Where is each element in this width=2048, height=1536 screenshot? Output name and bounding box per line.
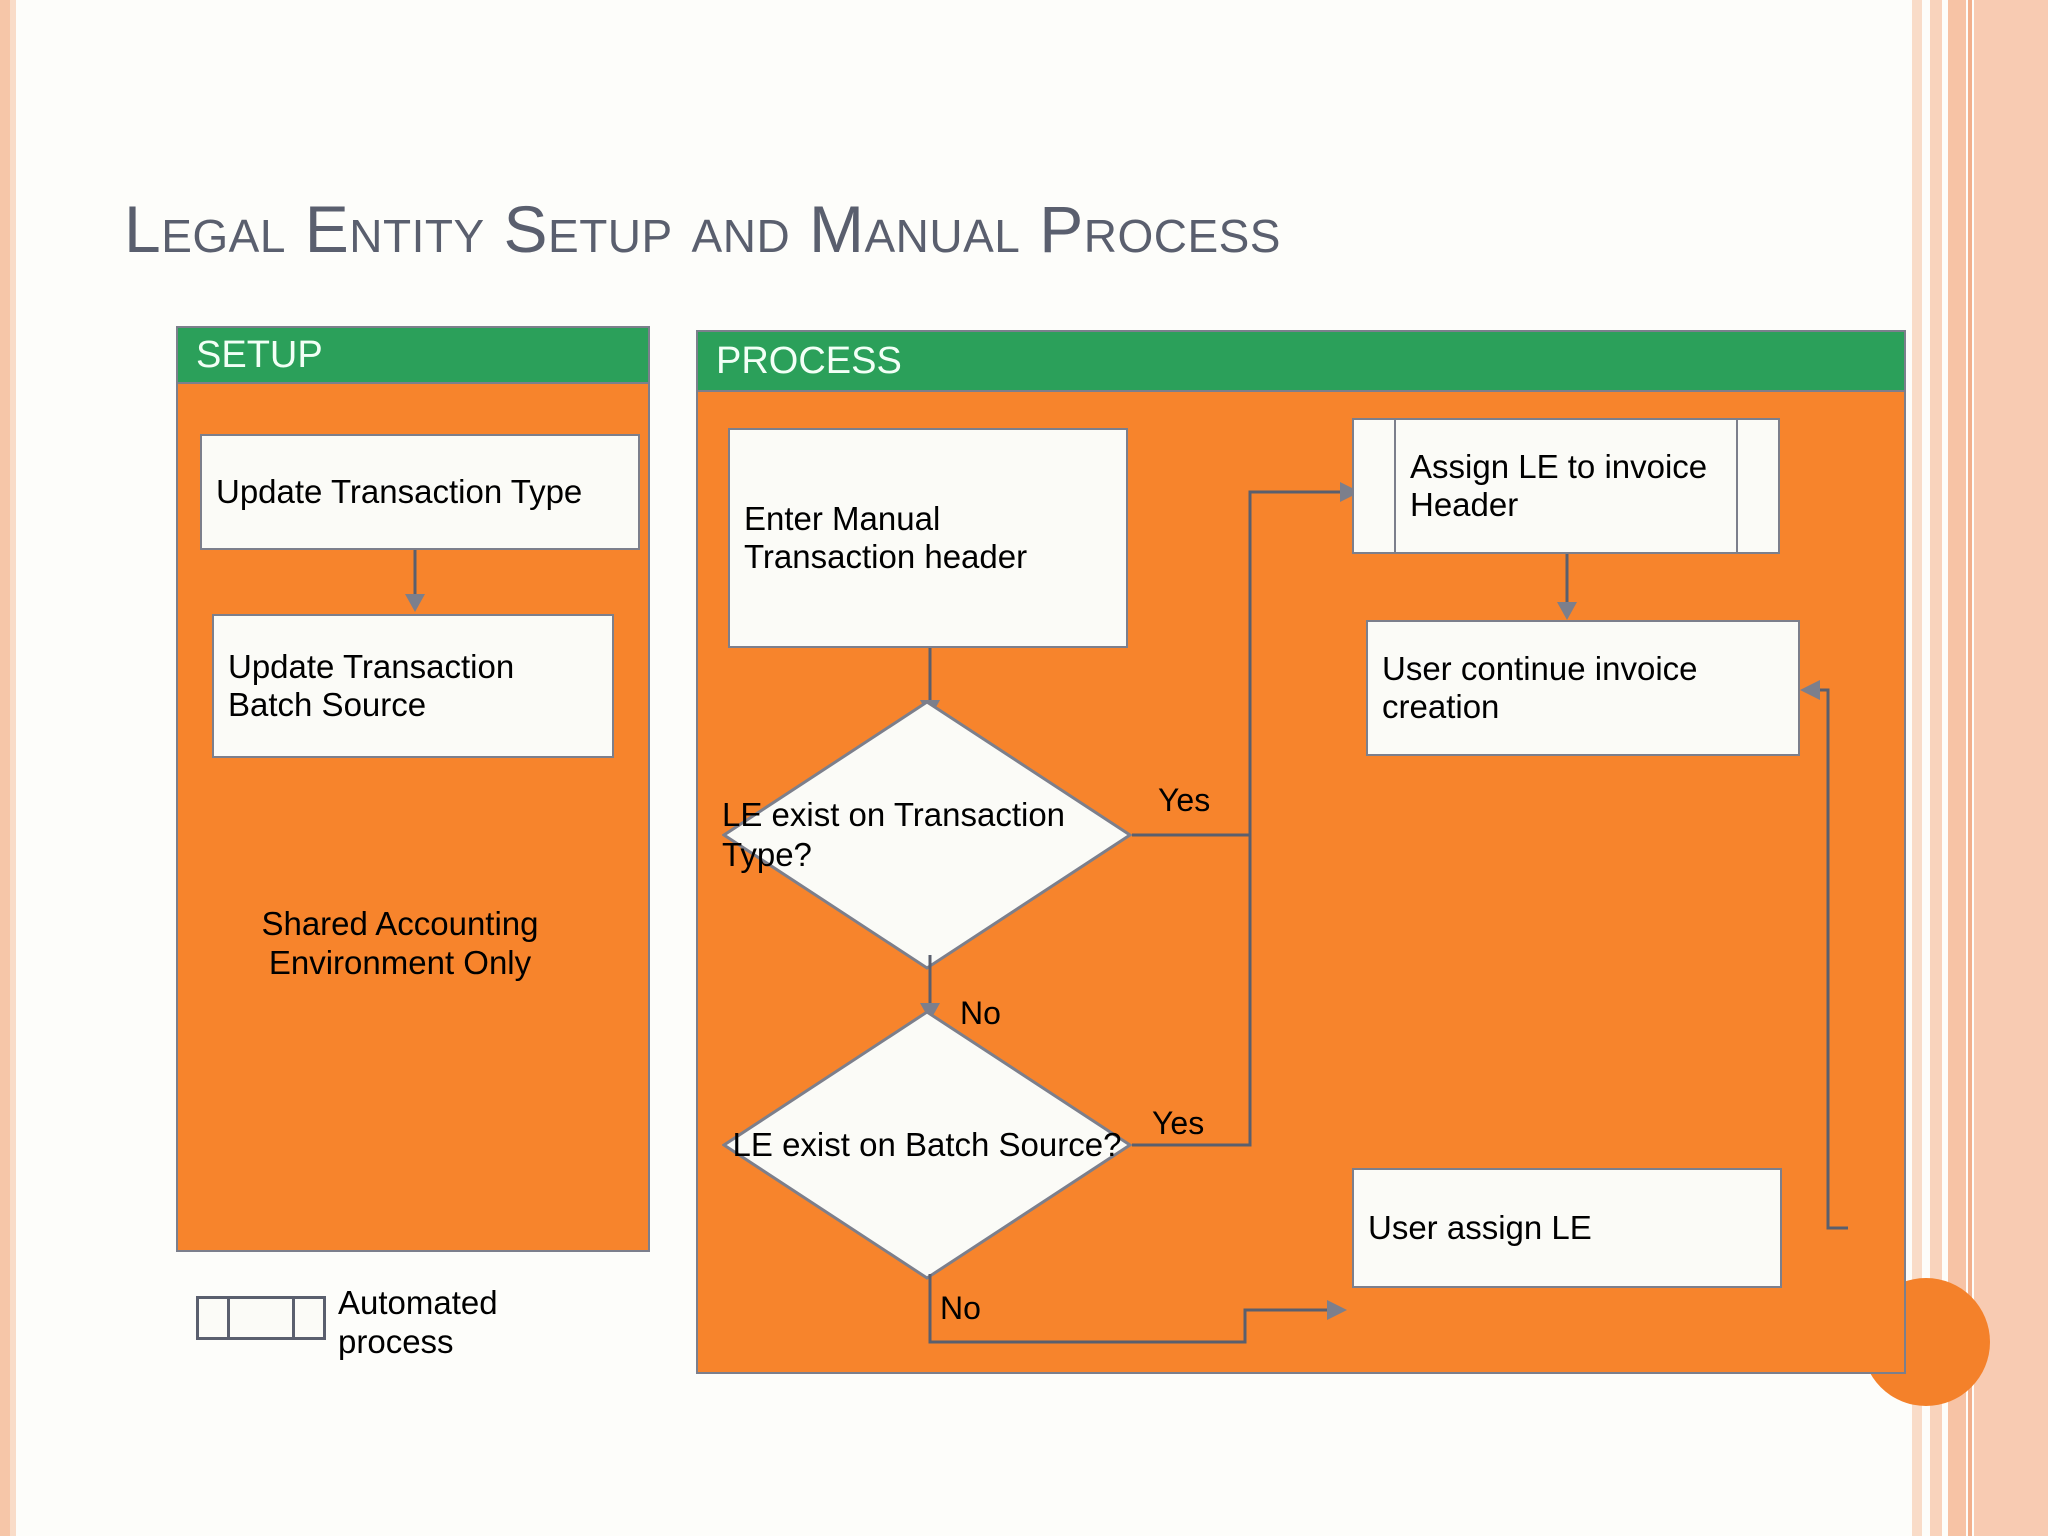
setup-panel-header: SETUP bbox=[176, 326, 650, 382]
node-assign-le-to-invoice-header-label: Assign LE to invoice Header bbox=[1410, 447, 1708, 523]
node-user-assign-le[interactable]: User assign LE bbox=[1352, 1168, 1782, 1288]
node-user-continue-invoice-creation[interactable]: User continue invoice creation bbox=[1366, 620, 1800, 756]
assign-le-shape-bar-left bbox=[1394, 420, 1396, 552]
process-panel-header: PROCESS bbox=[696, 330, 1906, 390]
page-title: Legal Entity Setup and Manual Process bbox=[124, 192, 1281, 266]
connector-decision1-no-to-decision2 bbox=[915, 955, 945, 1027]
legend-predefined-process-shape bbox=[196, 1296, 326, 1340]
left-frame-stripe bbox=[0, 0, 10, 1536]
legend-shape-bar-left bbox=[227, 1299, 230, 1337]
left-frame-stripe-inner bbox=[10, 0, 16, 1536]
node-user-assign-le-label: User assign LE bbox=[1368, 1208, 1592, 1246]
node-le-exist-on-batch-source-label: LE exist on Batch Source? bbox=[732, 1126, 1122, 1164]
edge-label-no-transaction-type: No bbox=[960, 995, 1001, 1031]
node-user-continue-invoice-creation-label: User continue invoice creation bbox=[1382, 649, 1698, 725]
node-update-transaction-type-label: Update Transaction Type bbox=[216, 472, 583, 510]
right-frame-stripe-5 bbox=[1974, 0, 2048, 1536]
node-update-transaction-batch-source[interactable]: Update Transaction Batch Source bbox=[212, 614, 614, 758]
connector-decision1-yes-to-assign-le bbox=[1130, 430, 1380, 840]
right-frame-stripe-3 bbox=[1948, 0, 1966, 1536]
legend-label: Automated process bbox=[338, 1284, 498, 1360]
legend-shape-bar-right bbox=[292, 1299, 295, 1337]
setup-panel-header-label: SETUP bbox=[196, 333, 323, 376]
right-frame-stripe-4 bbox=[1968, 0, 1972, 1536]
connector-setup-type-to-batch bbox=[400, 550, 430, 614]
edge-label-yes-batch-source: Yes bbox=[1152, 1105, 1205, 1141]
node-update-transaction-type[interactable]: Update Transaction Type bbox=[200, 434, 640, 550]
node-enter-manual-transaction-header-label: Enter Manual Transaction header bbox=[744, 499, 1028, 575]
connector-user-assign-le-to-user-continue bbox=[1780, 680, 1850, 1240]
node-update-transaction-batch-source-label: Update Transaction Batch Source bbox=[228, 647, 515, 723]
assign-le-shape-bar-right bbox=[1736, 420, 1738, 552]
right-frame-stripe-2 bbox=[1930, 0, 1942, 1536]
right-frame-stripe-1 bbox=[1912, 0, 1922, 1536]
connector-decision2-no-to-user-assign-le bbox=[915, 1272, 1355, 1352]
node-le-exist-on-batch-source[interactable]: LE exist on Batch Source? bbox=[722, 1010, 1132, 1280]
connector-decision2-yes-to-trunk bbox=[1130, 830, 1260, 1150]
node-le-exist-on-transaction-type-label: LE exist on Transaction Type? bbox=[722, 796, 1066, 873]
node-assign-le-to-invoice-header[interactable]: Assign LE to invoice Header bbox=[1352, 418, 1780, 554]
node-le-exist-on-transaction-type[interactable]: LE exist on Transaction Type? bbox=[722, 700, 1132, 970]
node-enter-manual-transaction-header[interactable]: Enter Manual Transaction header bbox=[728, 428, 1128, 648]
edge-label-no-batch-source: No bbox=[940, 1290, 981, 1326]
process-panel-header-label: PROCESS bbox=[716, 339, 902, 382]
shared-accounting-note: Shared Accounting Environment Only bbox=[261, 905, 539, 981]
edge-label-yes-transaction-type: Yes bbox=[1158, 782, 1211, 818]
connector-assign-le-to-user-continue bbox=[1552, 554, 1582, 622]
